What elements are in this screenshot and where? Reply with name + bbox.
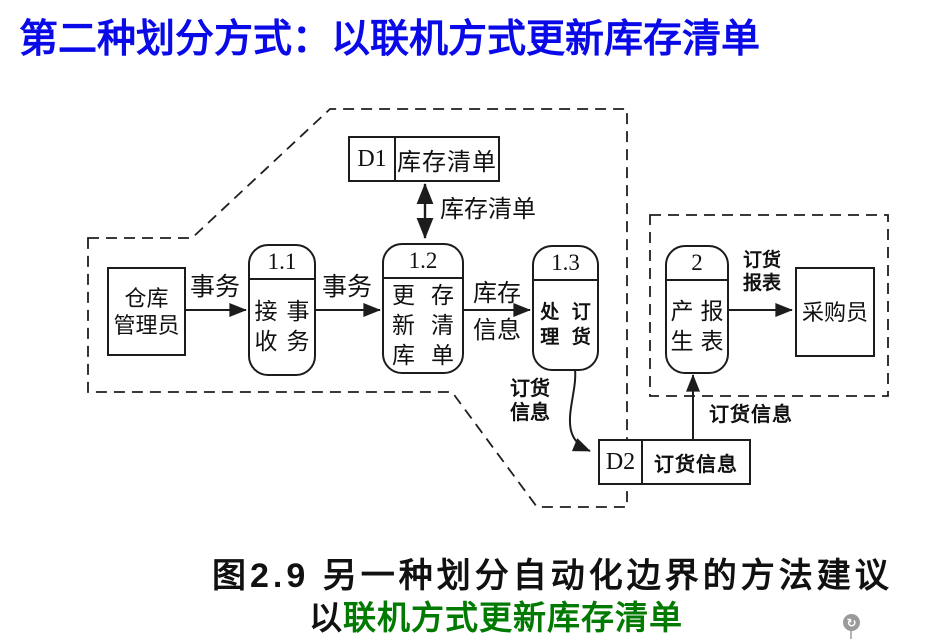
figure-caption-line1: 图2.9 另一种划分自动化边界的方法建议 xyxy=(212,557,893,595)
process-1-2-line2: 存清单 xyxy=(431,282,454,368)
process-1-1-line2: 事务 xyxy=(286,299,310,354)
flow-label-inventory-info-l2: 信息 xyxy=(473,318,521,344)
process-1-3-number: 1.3 xyxy=(534,247,597,281)
datastore-d1-name: 库存清单 xyxy=(397,149,497,176)
process-1-2-update-inventory-list: 1.2 更新库存清单 xyxy=(382,243,464,374)
entity-warehouse-manager-line1: 仓库 xyxy=(124,285,169,311)
process-1-1-receive-transactions: 1.1 接收事务 xyxy=(248,244,316,376)
figure-caption-line2: 以联机方式更新库存清单 xyxy=(309,591,683,639)
replay-icon-stem xyxy=(850,631,852,639)
process-1-1-label: 接收事务 xyxy=(250,280,314,374)
process-2-generate-reports: 2 产生报表 xyxy=(665,245,729,374)
flow-label-order-info-curve-l2: 信息 xyxy=(510,402,550,424)
entity-warehouse-manager-label: 仓库管理员 xyxy=(113,285,179,339)
process-2-label: 产生报表 xyxy=(667,281,727,372)
process-1-1-number: 1.1 xyxy=(250,246,314,280)
flow-label-transaction-1: 事务 xyxy=(189,274,240,301)
datastore-d2-order-info: D2 订货信息 xyxy=(598,439,751,485)
replay-icon[interactable]: ↻ xyxy=(843,614,860,631)
entity-purchaser: 采购员 xyxy=(795,267,875,357)
process-1-1-line1: 接收 xyxy=(254,299,278,354)
flow-label-inventory-info: 库存信息 xyxy=(463,276,531,350)
entity-warehouse-manager: 仓库管理员 xyxy=(107,267,186,356)
automation-boundary-right xyxy=(649,214,889,397)
process-2-line1: 产生 xyxy=(670,298,694,354)
datastore-d2-id: D2 xyxy=(600,441,643,483)
datastore-d2-name: 订货信息 xyxy=(654,453,738,476)
flow-label-order-report-l1: 订货 xyxy=(742,250,781,271)
process-1-3-line2: 订货 xyxy=(571,302,591,348)
process-1-3-line1: 处理 xyxy=(540,302,560,348)
process-1-2-line1: 更新库 xyxy=(392,282,415,368)
page-title: 第二种划分方式：以联机方式更新库存清单 xyxy=(19,18,761,61)
flow-order-info-curve-arrow xyxy=(568,368,591,452)
flow-label-inventory-info-l1: 库存 xyxy=(473,281,521,307)
process-1-3-label: 处理订货 xyxy=(534,281,597,369)
flow-label-order-report: 订货报表 xyxy=(739,249,785,295)
datastore-d1-id: D1 xyxy=(350,138,396,180)
process-2-line2: 报表 xyxy=(700,298,724,354)
process-2-number: 2 xyxy=(667,247,727,281)
entity-warehouse-manager-line2: 管理员 xyxy=(113,312,180,338)
process-1-2-label: 更新库存清单 xyxy=(384,279,462,372)
flow-label-transaction-2: 事务 xyxy=(321,274,372,301)
entity-purchaser-label: 采购员 xyxy=(801,299,868,325)
datastore-d1-inventory-list: D1 库存清单 xyxy=(348,136,500,182)
process-1-2-number: 1.2 xyxy=(384,245,462,279)
automation-boundary-left xyxy=(87,108,628,508)
flow-label-order-info-up: 订货信息 xyxy=(709,404,793,426)
flow-label-order-info-curve-l1: 订货 xyxy=(510,378,550,400)
flow-label-order-info-curve: 订货信息 xyxy=(503,377,557,425)
flow-label-inventory-list: 库存清单 xyxy=(440,197,536,223)
flow-label-order-report-l2: 报表 xyxy=(742,273,781,294)
figure-caption-line2-prefix: 以 xyxy=(309,599,343,636)
process-1-3-handle-orders: 1.3 处理订货 xyxy=(532,245,599,371)
figure-caption-line2-highlight: 联机方式更新库存清单 xyxy=(343,599,683,636)
